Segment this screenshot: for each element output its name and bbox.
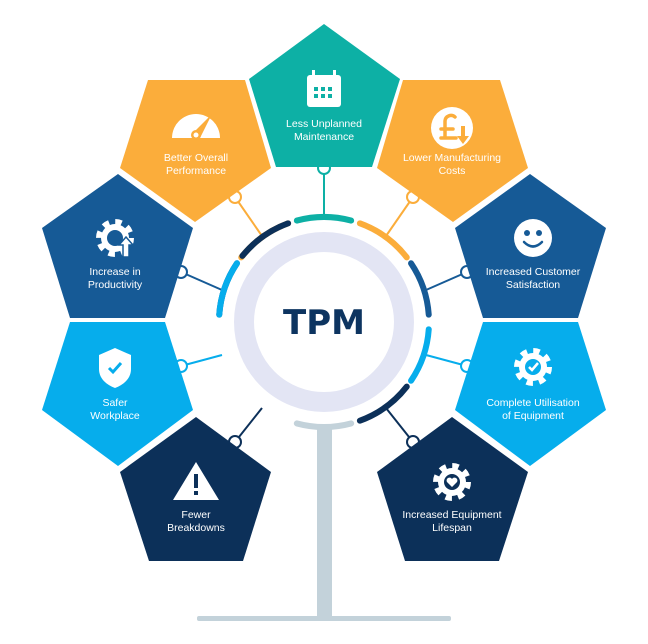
center-title: TPM [283,303,365,343]
benefit-label: Complete Utilisation [486,397,580,409]
ring-segment [239,220,292,259]
pentagon-shape [455,322,606,466]
stem-arc [293,420,355,430]
benefit-label: Breakdowns [167,522,225,534]
pentagon-shape [42,322,193,466]
stem [317,424,332,620]
pentagon-shape [120,80,271,222]
ring-segment [356,383,410,424]
benefit-label: Workplace [90,410,140,422]
connector-line [234,196,263,237]
ring-segment [293,214,355,224]
ring-segment [408,260,432,318]
pound-down-icon [431,107,473,149]
benefit-label: Costs [439,165,466,177]
gear-arrow-up-icon [96,219,135,258]
benefit-label: Productivity [88,279,143,291]
benefit-label: Increased Equipment [402,509,501,521]
connector-line [425,354,468,367]
benefit-label: Better Overall [164,152,228,164]
base-line [197,616,451,621]
benefit-label: Maintenance [294,131,354,143]
connector-line [180,354,223,367]
connector-line [425,271,468,291]
connector-line [385,196,414,237]
center-ring [234,232,414,412]
benefit-label: Less Unplanned [286,118,362,130]
calendar-icon [307,70,341,107]
benefit-label: Increased Customer [486,266,581,278]
benefit-label: of Equipment [502,410,564,422]
ring-segment [356,220,410,261]
benefit-label: Fewer [181,509,211,521]
gear-check-icon [514,348,552,386]
ring-segment [408,326,432,384]
benefit-label: Lifespan [432,522,472,534]
connector-line [234,407,263,443]
connector-line [385,407,414,443]
connector-line [180,271,223,291]
gear-heart-icon [433,463,471,501]
benefit-label: Satisfaction [506,279,560,291]
benefit-label: Safer [102,397,128,409]
pentagon-shape [377,80,528,222]
benefit-label: Lower Manufacturing [403,152,501,164]
smiley-icon [514,219,552,257]
shield-check-icon [99,348,131,388]
benefit-label: Increase in [89,266,141,278]
warning-icon [173,462,219,500]
ring-segment [216,260,240,318]
speedometer-icon [172,114,220,140]
benefit-label: Performance [166,165,226,177]
